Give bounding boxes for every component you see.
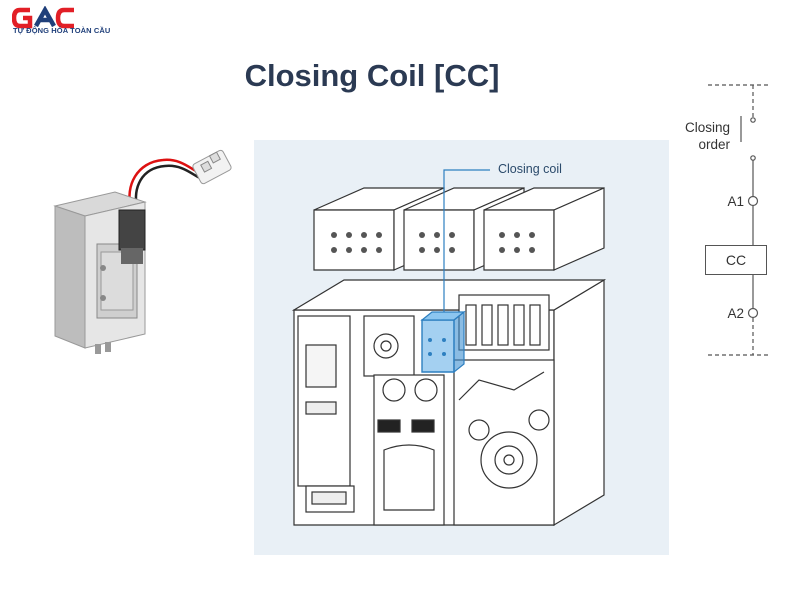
- schematic-lines: [708, 84, 768, 356]
- slide-title: Closing Coil [CC]: [244, 58, 500, 93]
- closing-order-label-line2: order: [698, 137, 730, 152]
- closing-coil-highlight: [420, 310, 466, 374]
- breaker-diagram-panel: Closing coil: [254, 140, 669, 555]
- air-circuit-breaker-drawing: [291, 169, 607, 527]
- closing-coil-photo: [45, 148, 250, 363]
- company-logo: [11, 5, 132, 40]
- logo-mark: [11, 5, 74, 29]
- cc-coil-symbol: CC: [705, 245, 767, 275]
- wire-connector: [192, 149, 232, 185]
- closing-coil-callout: Closing coil: [498, 162, 562, 176]
- closing-order-label-line1: Closing: [684, 120, 730, 135]
- logo-tagline: TỰ ĐỘNG HÓA TOÀN CẦU: [13, 26, 111, 35]
- coil-schematic: [668, 80, 800, 365]
- callout-leader-line: [443, 169, 490, 312]
- terminal-a1-label: A1: [727, 194, 744, 209]
- terminal-a2-label: A2: [727, 306, 744, 321]
